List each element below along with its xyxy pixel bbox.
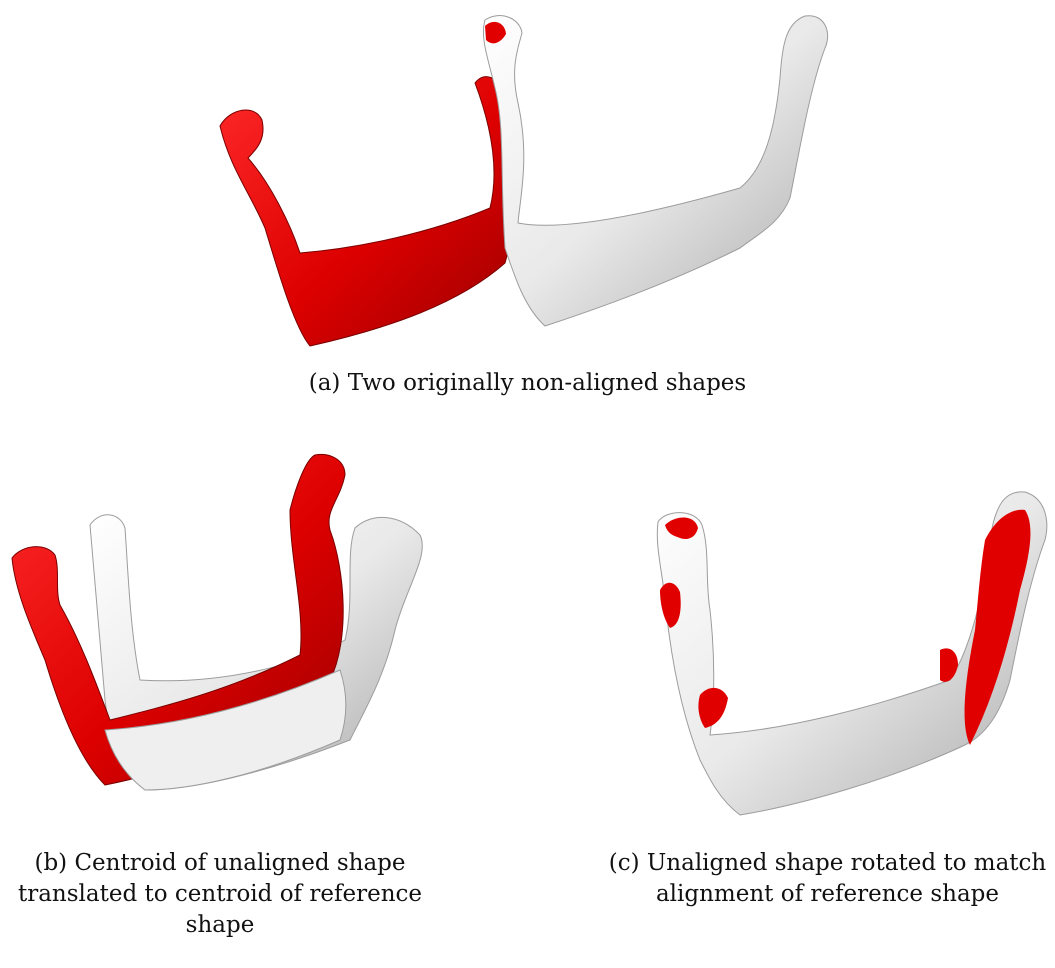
panel-b-render: [0, 440, 440, 830]
red-patch-c3: [698, 688, 728, 728]
panel-b-image: [0, 440, 440, 830]
caption-c: (c) Unaligned shape rotated to match ali…: [600, 848, 1055, 910]
caption-a: (a) Two originally non-aligned shapes: [0, 368, 1055, 399]
reference-shape-a: [483, 16, 827, 326]
panel-c-render: [640, 480, 1055, 830]
panel-a-render: [200, 8, 860, 358]
caption-b: (b) Centroid of unaligned shape translat…: [0, 848, 440, 941]
panel-c-image: [640, 480, 1055, 830]
unaligned-shape-a: [220, 77, 513, 346]
panel-a-image: [200, 8, 860, 358]
